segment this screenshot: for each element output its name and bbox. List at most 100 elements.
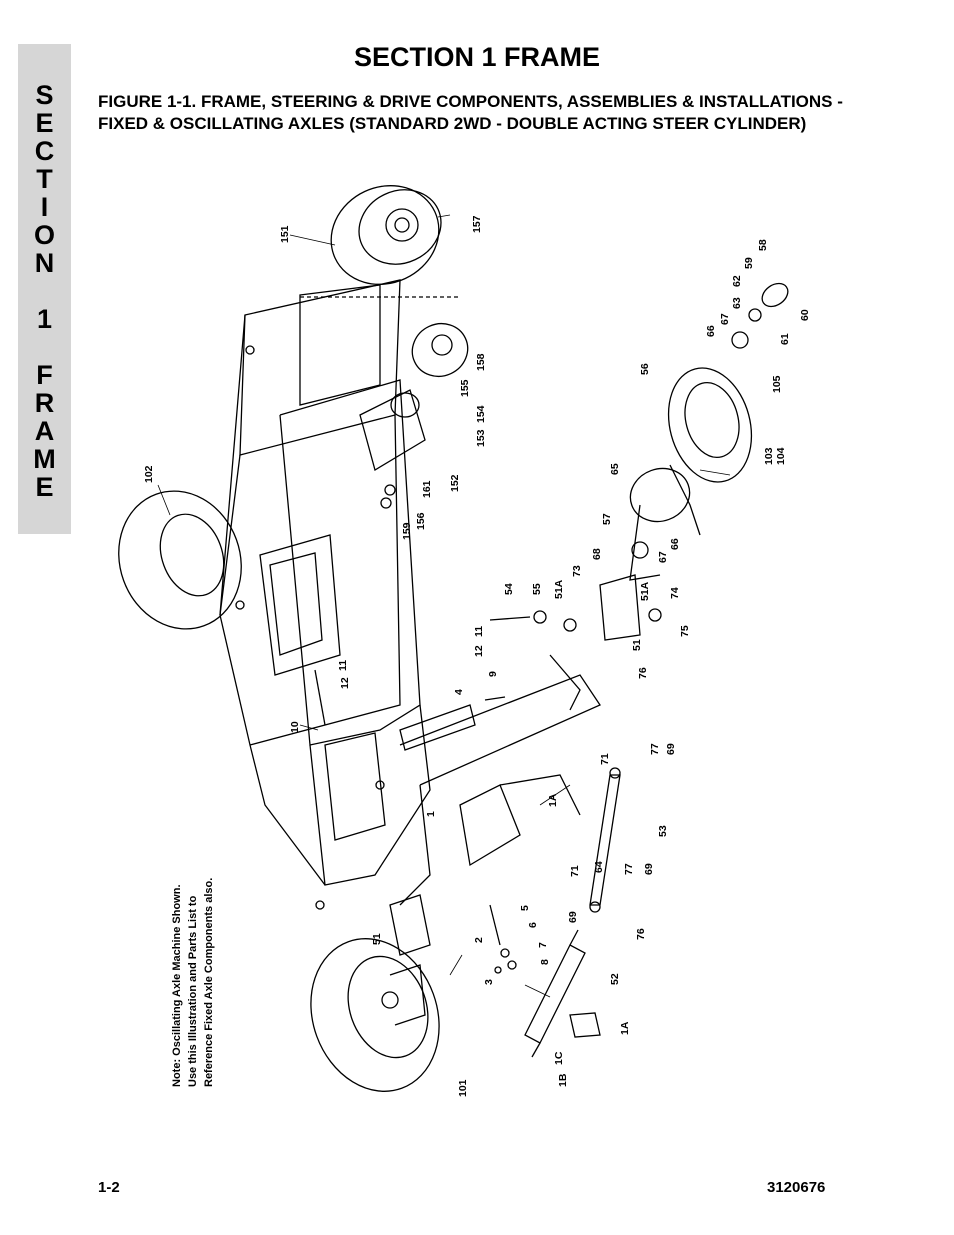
callout: 1B — [557, 1073, 569, 1087]
callout: 104 — [775, 447, 787, 465]
callout: 5 — [519, 905, 531, 911]
callout: 62 — [731, 275, 743, 287]
callout: 102 — [143, 465, 155, 483]
callout-labels: 151 157 58 59 62 60 63 67 66 61 56 158 1… — [143, 215, 811, 1097]
page-number: 1-2 — [98, 1179, 120, 1196]
callout: 103 — [763, 447, 775, 465]
exploded-parts-diagram: 151 157 58 59 62 60 63 67 66 61 56 158 1… — [118, 185, 811, 1097]
callout: 51A — [639, 581, 651, 601]
callout: 4 — [453, 689, 465, 695]
section-side-tab: S E C T I O N 1 F R A M E — [18, 44, 71, 534]
callout: 105 — [771, 375, 783, 393]
callout: 9 — [487, 671, 499, 677]
tie-rod-53-drawing — [589, 767, 621, 913]
callout: 63 — [731, 297, 743, 309]
callout: 8 — [539, 959, 551, 965]
callout: 158 — [475, 353, 487, 371]
callout: 58 — [757, 239, 769, 251]
callout: 71 — [599, 753, 611, 765]
tab-letter: I — [40, 192, 49, 222]
note-line: Reference Fixed Axle Components also. — [203, 878, 215, 1087]
tab-letter: A — [34, 416, 55, 446]
callout: 51 — [631, 639, 643, 651]
callout: 12 — [339, 677, 351, 689]
callout: 157 — [471, 215, 483, 233]
frame-drawing — [219, 279, 460, 910]
tab-letter: R — [34, 388, 55, 418]
callout: 66 — [705, 325, 717, 337]
tab-letter: M — [33, 444, 56, 474]
callout: 53 — [657, 825, 669, 837]
callout: 153 — [475, 429, 487, 447]
callout: 69 — [665, 743, 677, 755]
note-line: Note: Oscillating Axle Machine Shown. — [171, 884, 183, 1087]
document-number: 3120676 — [767, 1179, 826, 1196]
figure-caption: FIGURE 1-1. FRAME, STEERING & DRIVE COMP… — [98, 92, 843, 133]
callout: 2 — [473, 937, 485, 943]
illustration-note: Note: Oscillating Axle Machine Shown. Us… — [171, 878, 215, 1087]
callout: 61 — [779, 333, 791, 345]
callout: 77 — [623, 863, 635, 875]
tab-letter: 1 — [36, 304, 53, 334]
tab-letter: S — [35, 80, 54, 110]
callout: 12 — [473, 645, 485, 657]
callout: 11 — [473, 626, 485, 637]
wheel-103-drawing — [667, 367, 753, 536]
callout: 74 — [669, 587, 681, 599]
callout: 152 — [449, 474, 461, 492]
callout: 67 — [657, 551, 669, 563]
callout: 52 — [609, 973, 621, 985]
tab-letter: E — [35, 108, 54, 138]
wheel-102-drawing — [118, 490, 242, 630]
wheel-101-drawing — [310, 938, 440, 1092]
tab-letter: F — [36, 360, 53, 390]
axle-drawing — [389, 654, 601, 956]
callout: 1A — [547, 793, 559, 807]
callout: 1 — [425, 811, 437, 817]
callout: 101 — [457, 1079, 469, 1097]
callout: 11 — [337, 660, 349, 671]
callout: 66 — [669, 538, 681, 550]
callout: 64 — [593, 861, 605, 873]
callout: 56 — [639, 363, 651, 375]
hardware-drawing — [314, 669, 517, 974]
tab-letter: E — [35, 472, 54, 502]
spindle-51-drawing — [489, 574, 662, 641]
callout: 3 — [483, 979, 495, 985]
callout: 67 — [719, 313, 731, 325]
callout: 71 — [569, 865, 581, 877]
callout: 156 — [415, 512, 427, 530]
tab-letter: O — [33, 220, 55, 250]
callout: 7 — [537, 942, 549, 948]
motor-152-drawing — [359, 389, 426, 509]
callout: 1A — [619, 1021, 631, 1035]
callout: 75 — [679, 625, 691, 637]
callout: 76 — [635, 928, 647, 940]
callout: 51A — [553, 579, 565, 599]
callout: 161 — [421, 480, 433, 498]
callout: 73 — [571, 565, 583, 577]
tab-letter: T — [36, 164, 53, 194]
callout: 60 — [799, 309, 811, 321]
callout: 54 — [503, 583, 515, 595]
note-line: Use this Illustration and Parts List to — [187, 895, 199, 1087]
callout: 159 — [401, 522, 413, 540]
callout: 151 — [279, 225, 291, 243]
callout: 65 — [609, 463, 621, 475]
hub-158-drawing — [411, 322, 469, 378]
leader-lines — [157, 214, 731, 998]
callout: 1C — [553, 1051, 565, 1065]
callout: 69 — [567, 911, 579, 923]
callout: 59 — [743, 257, 755, 269]
callout: 51 — [371, 933, 383, 945]
callout: 155 — [459, 379, 471, 397]
callout: 76 — [637, 667, 649, 679]
drive-motor-drawing — [330, 185, 442, 285]
callout: 10 — [289, 721, 301, 733]
callout: 55 — [531, 583, 543, 595]
tab-letter: C — [34, 136, 55, 166]
callout: 154 — [475, 405, 487, 423]
callout: 68 — [591, 548, 603, 560]
callout: 69 — [643, 863, 655, 875]
tab-letter: N — [34, 248, 55, 278]
